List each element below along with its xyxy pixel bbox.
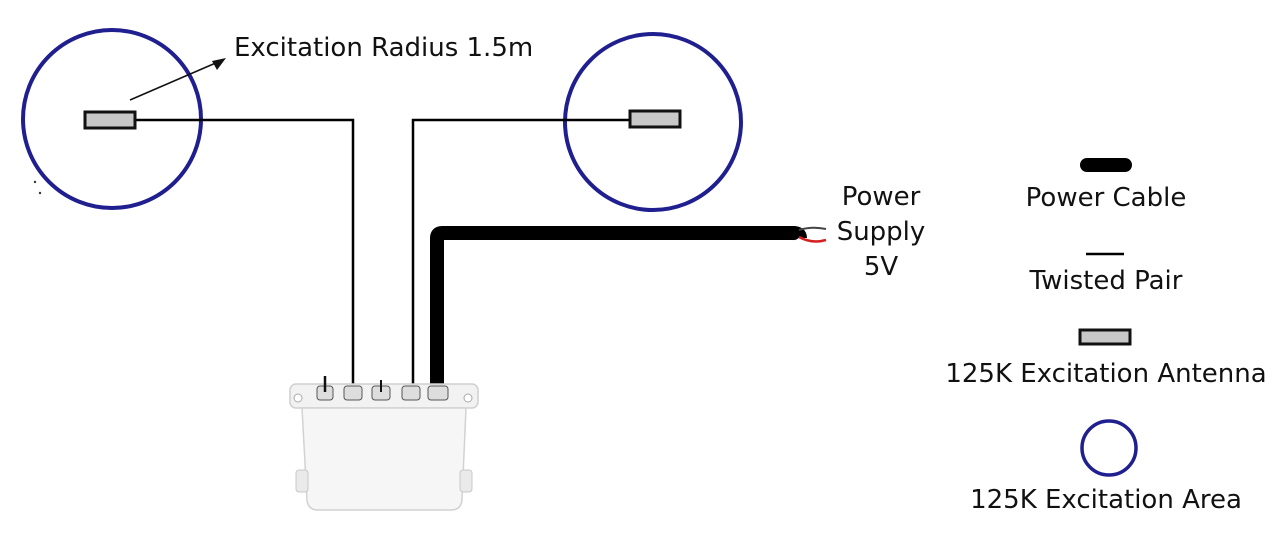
- legend-antenna-label: 125K Excitation Antenna: [945, 359, 1266, 389]
- legend-area-label: 125K Excitation Area: [970, 485, 1242, 515]
- power-supply-label-line2: Supply: [837, 217, 926, 247]
- twisted-pair-right: [411, 118, 630, 390]
- excitation-circle-icon: [1080, 419, 1138, 477]
- legend: Power Cable Twisted Pair 125K Excitation…: [945, 158, 1267, 515]
- controller-box-icon: [289, 376, 479, 511]
- legend-twisted-pair-label: Twisted Pair: [1029, 266, 1183, 296]
- antenna-right: [628, 109, 682, 129]
- legend-power-cable-swatch: [1080, 158, 1132, 172]
- antenna-icon: [1078, 328, 1132, 346]
- power-cable-end: [770, 226, 800, 240]
- legend-power-cable-label: Power Cable: [1026, 183, 1187, 213]
- wire-red: [798, 235, 827, 243]
- twisted-pair-left: [135, 118, 355, 390]
- excitation-radius-label: Excitation Radius 1.5m: [234, 33, 533, 63]
- radius-arrow-line: [129, 61, 219, 101]
- power-cable: [430, 226, 807, 392]
- wire-white: [798, 226, 827, 231]
- radius-arrow-head: [212, 58, 226, 70]
- dot-mark: [33, 180, 37, 184]
- power-supply-label-line3: 5V: [864, 252, 899, 282]
- dot-mark: [38, 191, 42, 195]
- antenna-left: [83, 110, 137, 130]
- excitation-area-right: [563, 32, 743, 212]
- power-supply-label-line1: Power: [842, 182, 921, 212]
